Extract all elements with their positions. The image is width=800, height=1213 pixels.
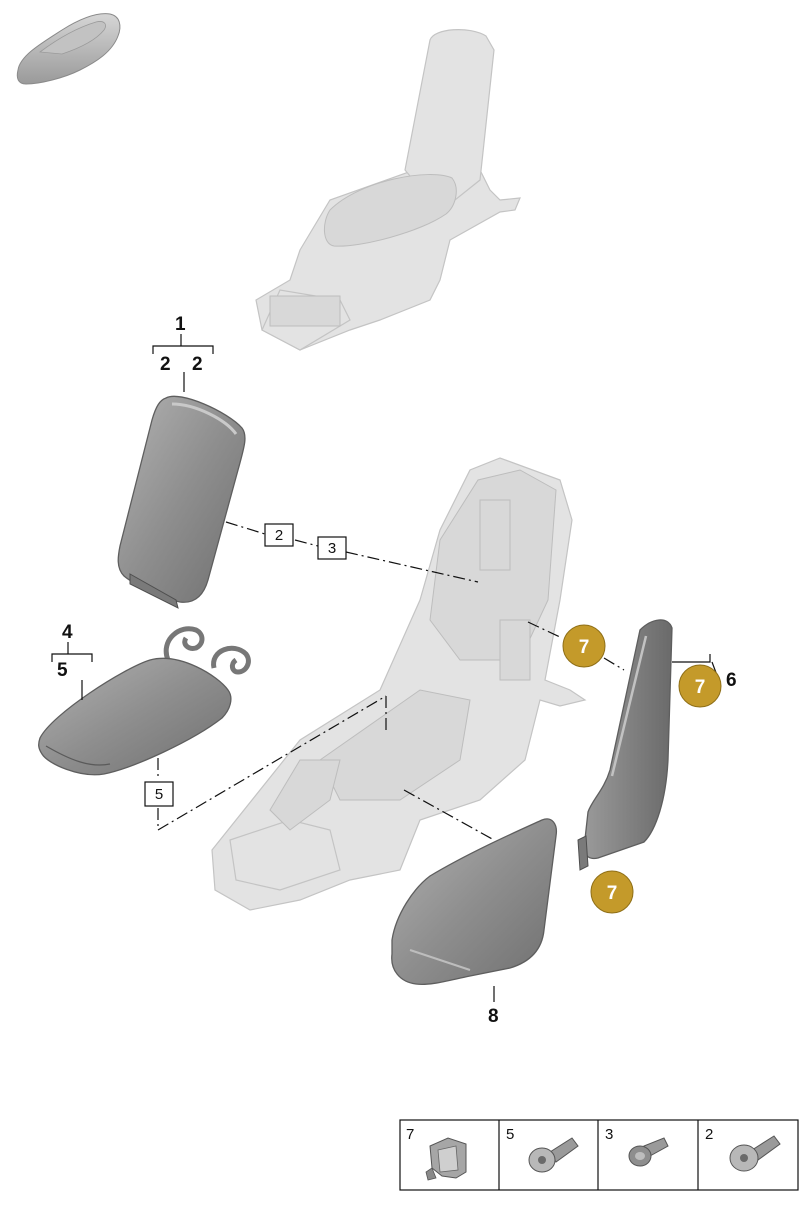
svg-text:7: 7	[607, 883, 618, 904]
armrest-lid-cover	[117, 395, 246, 609]
side-trim-panel-right	[577, 619, 673, 871]
boxed-number-5: 5	[144, 781, 174, 807]
legend-number-4: 2	[705, 1126, 713, 1143]
part-number-1: 1	[175, 314, 186, 335]
part-number-6: 6	[726, 670, 737, 691]
boxed-number-3: 3	[317, 536, 347, 560]
reference-lines	[157, 521, 625, 841]
legend-number-1: 7	[406, 1126, 414, 1143]
part-number-4: 4	[62, 622, 73, 643]
svg-text:2: 2	[275, 527, 283, 544]
callout-7-upper: 7	[562, 624, 606, 668]
part-number-2-right: 2	[192, 354, 203, 375]
center-console-reference-view	[255, 29, 521, 351]
svg-text:7: 7	[579, 637, 590, 658]
part-number-5: 5	[57, 660, 68, 681]
legend-number-2: 5	[506, 1126, 514, 1143]
boxed-number-2: 2	[264, 523, 294, 547]
clip-fastener-icon	[425, 1137, 467, 1181]
svg-text:3: 3	[328, 540, 336, 557]
armrest-cushion	[38, 626, 251, 776]
torx-screw-icon	[528, 1137, 579, 1173]
part-number-8: 8	[488, 1006, 499, 1027]
lower-trim-panel	[391, 818, 558, 986]
svg-text:5: 5	[155, 786, 163, 803]
car-silhouette-icon	[16, 13, 121, 85]
svg-text:7: 7	[695, 677, 706, 698]
leader-lines	[51, 334, 719, 1002]
part-number-2-left: 2	[160, 354, 171, 375]
flange-screw-icon	[628, 1137, 669, 1167]
fastener-legend: 7 5 3 2	[399, 1119, 799, 1191]
legend-number-3: 3	[605, 1126, 613, 1143]
pan-head-screw-icon	[729, 1135, 781, 1172]
callout-7-lower: 7	[590, 870, 634, 914]
callout-7-right: 7	[678, 664, 722, 708]
console-frame-ghost	[211, 457, 587, 911]
